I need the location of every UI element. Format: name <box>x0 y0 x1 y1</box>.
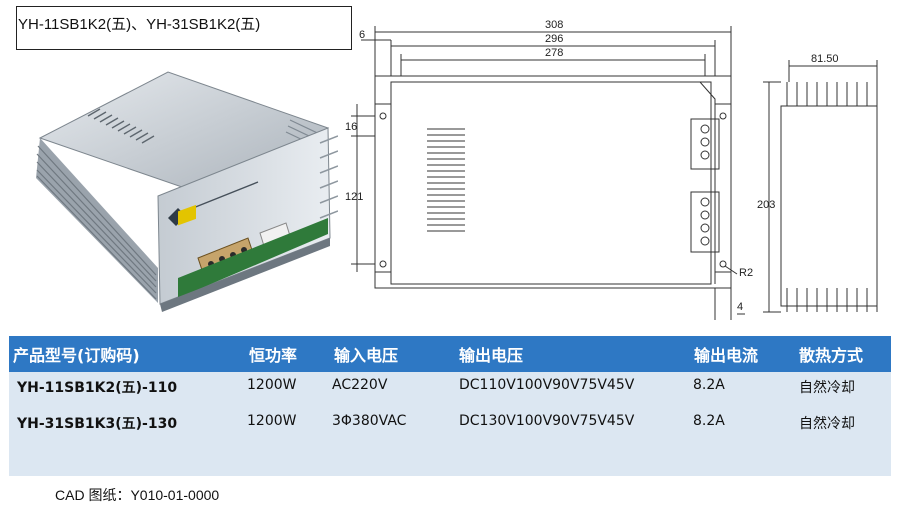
header-model: 产品型号(订购码) <box>13 346 140 365</box>
dim-121: 121 <box>345 191 363 203</box>
spec-table: 产品型号(订购码) 恒功率 输入电压 输出电压 输出电流 散热方式 YH-11S… <box>9 336 891 476</box>
title-box <box>16 6 352 50</box>
header-input-voltage: 输入电压 <box>334 346 399 365</box>
row1-cooling: 自然冷却 <box>799 380 855 396</box>
table-header: 产品型号(订购码) 恒功率 输入电压 输出电压 输出电流 散热方式 <box>9 336 891 372</box>
row2-input: 3Φ380VAC <box>332 413 407 429</box>
row1-output: DC110V100V90V75V45V <box>459 377 635 393</box>
row2-cooling: 自然冷却 <box>799 416 855 432</box>
product-title: YH-11SB1K2(五)、YH-31SB1K2(五) <box>18 16 261 33</box>
dimension-drawing: 308 296 278 6 16 121 203 R2 4 81.50 <box>345 19 878 320</box>
terminal-strip-lower <box>690 191 720 253</box>
row1-input: AC220V <box>332 377 388 393</box>
header-output-current: 输出电流 <box>694 346 759 365</box>
side-view-outline <box>780 105 878 307</box>
product-photo <box>36 71 338 312</box>
row1-model: YH-11SB1K2(五)-110 <box>17 380 178 396</box>
dim-278: 278 <box>545 47 563 59</box>
row2-model: YH-31SB1K3(五)-130 <box>17 416 178 432</box>
dim-6: 6 <box>359 29 365 41</box>
body-outline <box>374 75 732 289</box>
vent-slots <box>427 128 465 232</box>
dim-296: 296 <box>545 33 563 45</box>
cad-drawing-number: CAD 图纸：Y010-01-0000 <box>55 487 220 503</box>
side-view-fins-top <box>786 82 878 106</box>
dim-308: 308 <box>545 19 563 31</box>
header-output-voltage: 输出电压 <box>459 346 524 365</box>
row2-current: 8.2A <box>693 413 725 429</box>
right-heatsink-fins <box>319 135 338 219</box>
dim-r2: R2 <box>739 267 753 279</box>
row1-current: 8.2A <box>693 377 725 393</box>
row2-power: 1200W <box>247 413 297 429</box>
side-view-fins-bottom <box>786 288 878 312</box>
header-power: 恒功率 <box>249 346 298 365</box>
row2-output: DC130V100V90V75V45V <box>459 413 635 429</box>
dim-203: 203 <box>757 199 775 211</box>
row1-power: 1200W <box>247 377 297 393</box>
dim-16: 16 <box>345 121 357 133</box>
left-heatsink-fins <box>36 138 158 303</box>
lid-vent-slots <box>87 108 155 144</box>
terminal-strip-upper <box>690 118 720 170</box>
header-cooling: 散热方式 <box>799 346 864 365</box>
dim-4: 4 <box>737 301 743 313</box>
dim-81-50: 81.50 <box>811 53 839 65</box>
